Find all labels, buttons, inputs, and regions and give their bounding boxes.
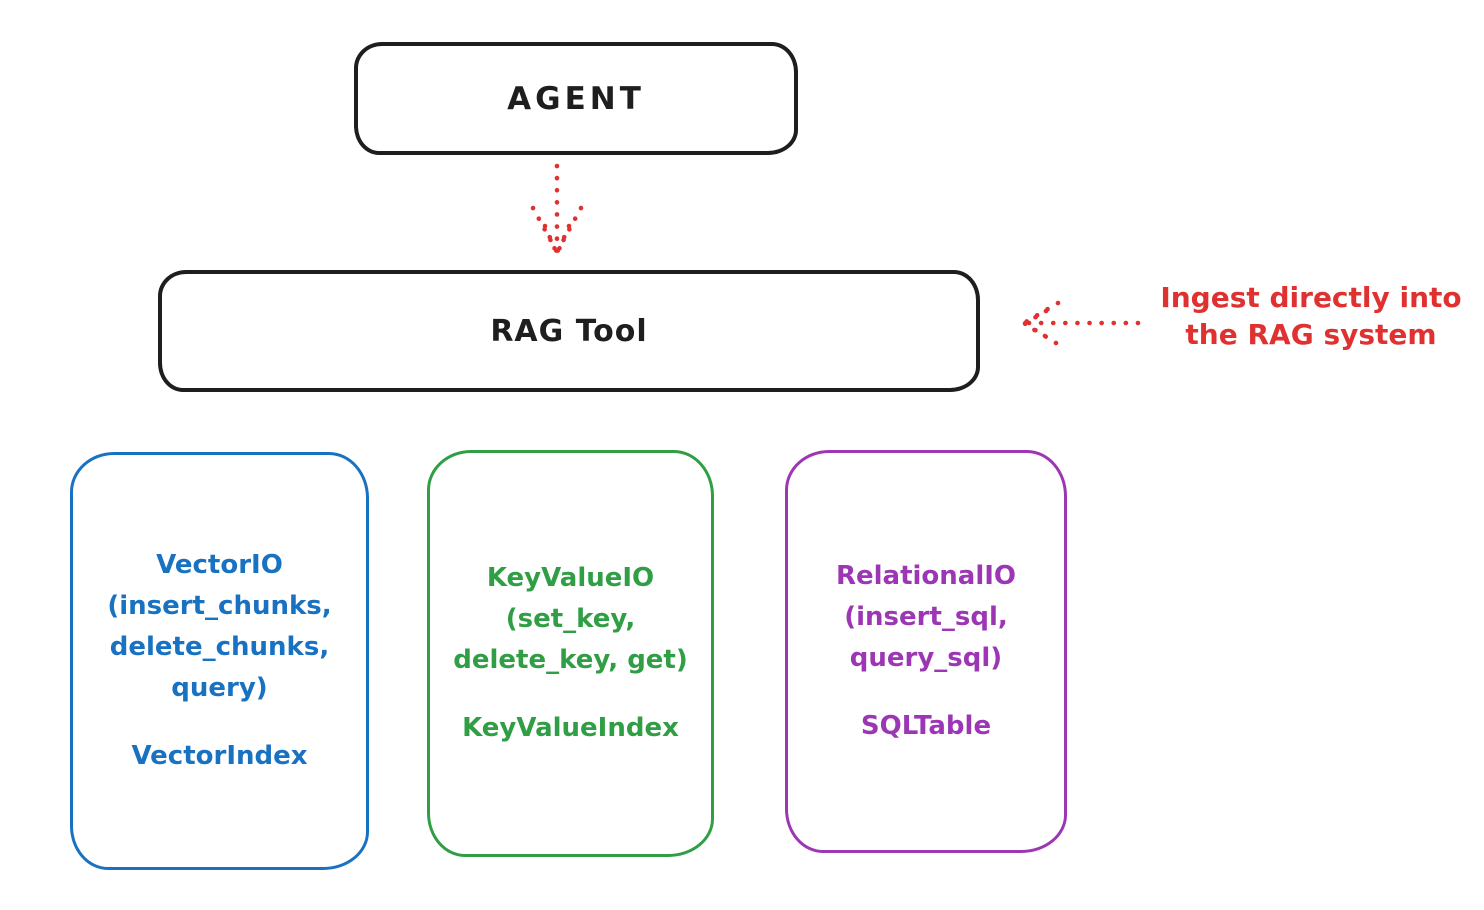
ingest-annotation: Ingest directly into the RAG system	[1160, 281, 1462, 351]
relational-io-node: RelationalIO (insert_sql, query_sql) SQL…	[785, 450, 1067, 853]
vector-index-label: VectorIndex	[131, 741, 308, 771]
keyvalue-io-methods: KeyValueIO (set_key, delete_key, get)	[453, 563, 688, 675]
rag-tool-label: RAG Tool	[490, 313, 648, 349]
agent-node: AGENT	[354, 42, 798, 155]
vector-io-methods: VectorIO (insert_chunks, delete_chunks, …	[107, 550, 332, 703]
agent-label: AGENT	[507, 80, 645, 117]
sql-table-label: SQLTable	[860, 711, 992, 741]
ingest-arrow	[1021, 300, 1141, 346]
relational-io-methods: RelationalIO (insert_sql, query_sql)	[835, 561, 1017, 673]
rag-tool-node: RAG Tool	[158, 270, 980, 392]
keyvalue-io-node: KeyValueIO (set_key, delete_key, get) Ke…	[427, 450, 714, 857]
agent-to-rag-arrow	[530, 163, 584, 257]
vector-io-node: VectorIO (insert_chunks, delete_chunks, …	[70, 452, 369, 870]
keyvalue-index-label: KeyValueIndex	[462, 713, 679, 743]
